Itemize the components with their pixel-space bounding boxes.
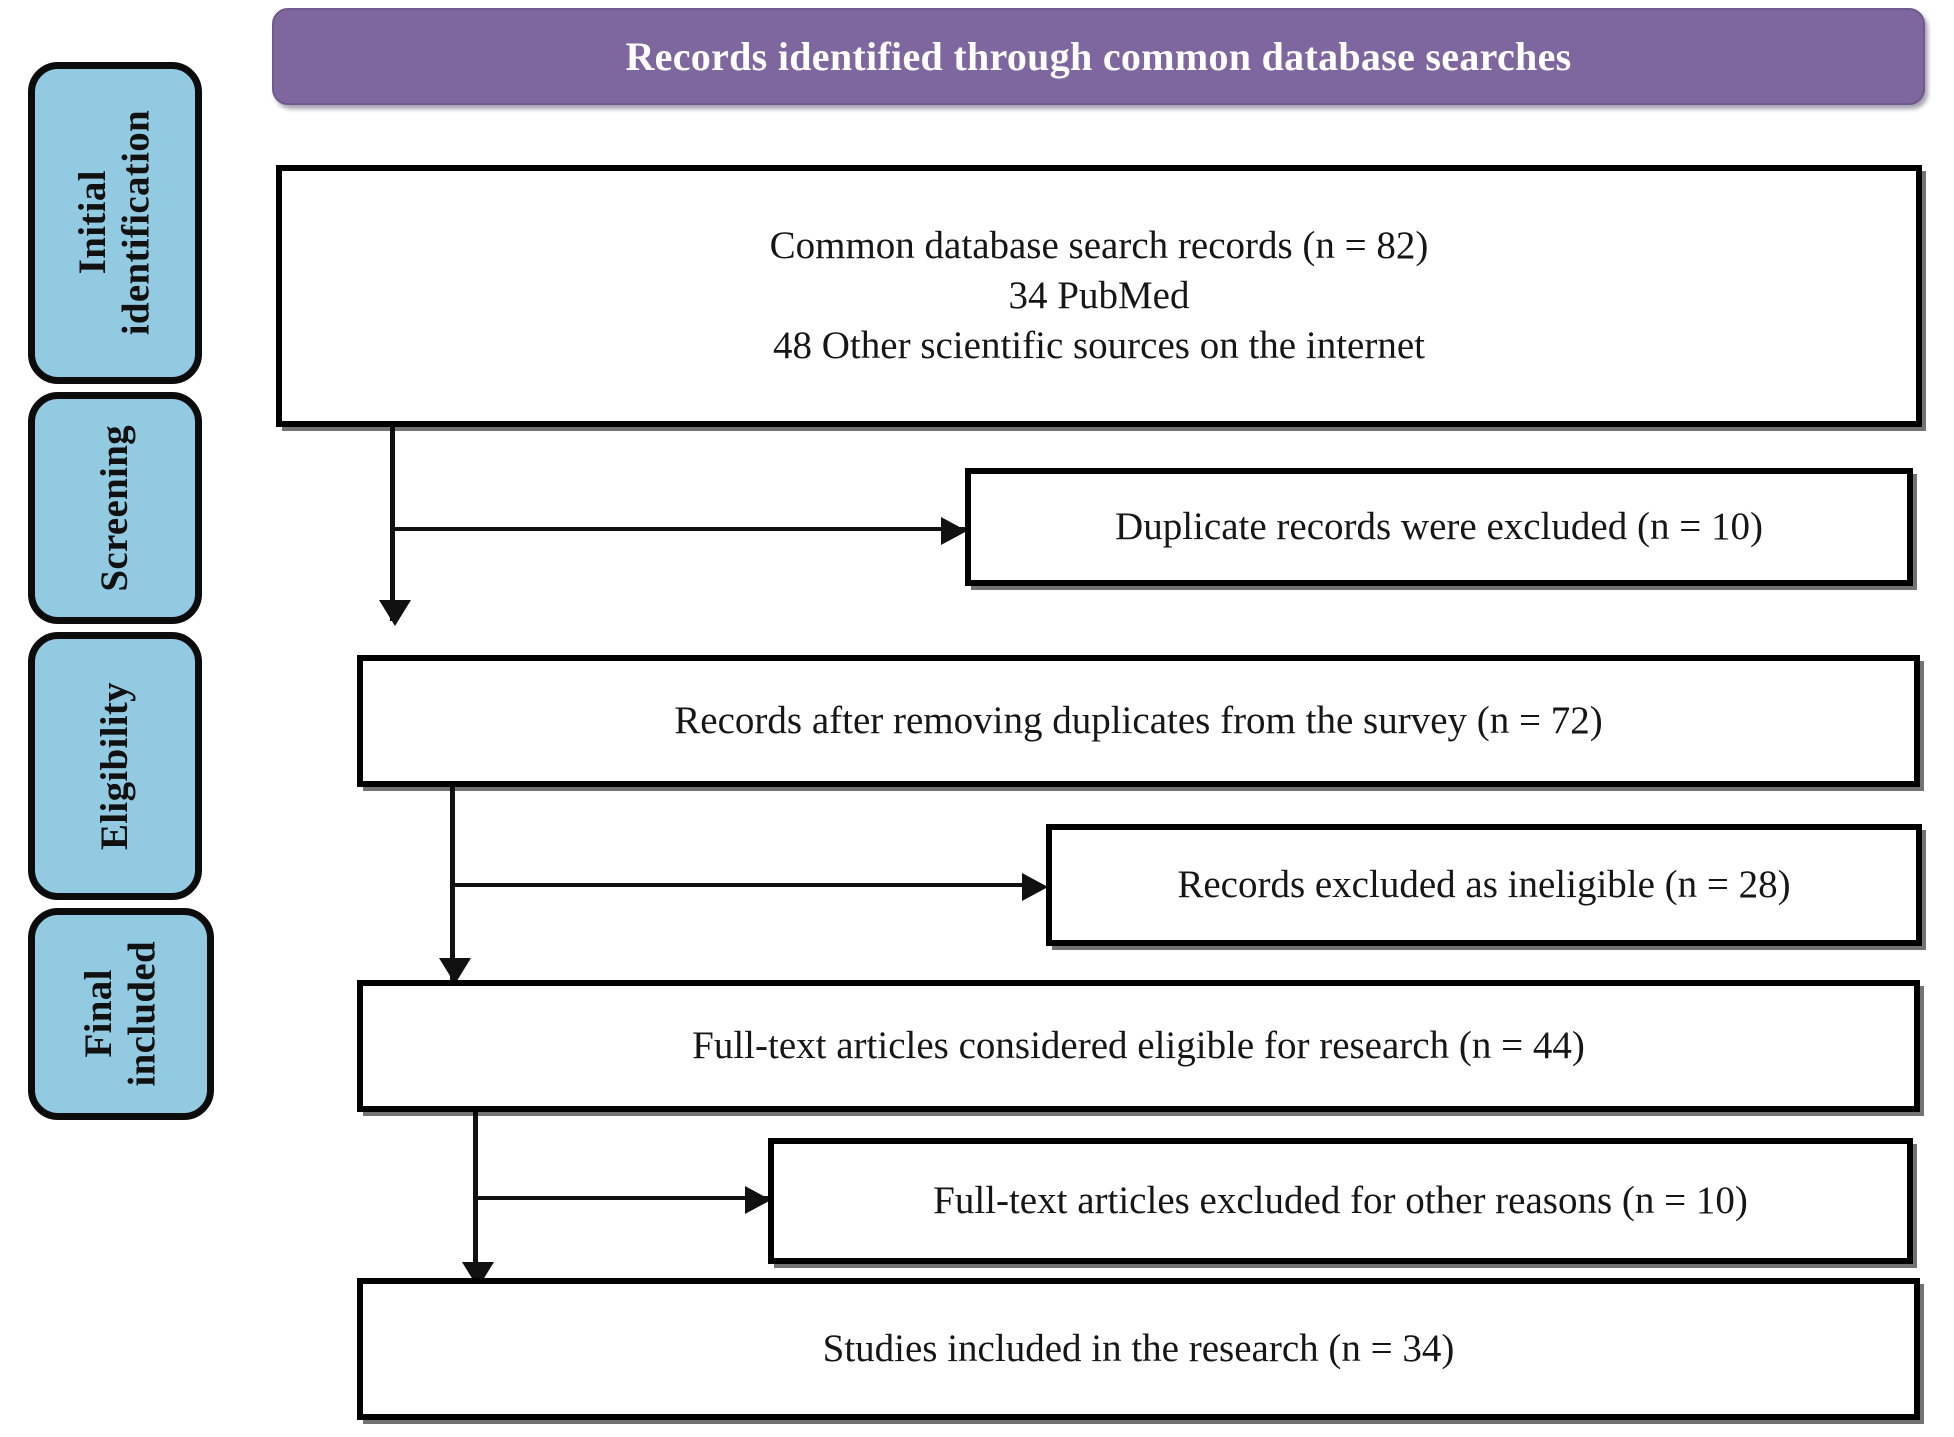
- connector-hline-fulltext-excluded: [475, 1196, 771, 1200]
- flow-box-fulltext-excluded-text: Full-text articles excluded for other re…: [933, 1179, 1748, 1223]
- connector-arrowhead-right-fulltext-excluded: [745, 1186, 771, 1214]
- flow-box-records-after-duplicates-text: Records after removing duplicates from t…: [674, 699, 1603, 743]
- connector-hline-duplicates: [392, 527, 970, 531]
- stage-box-screening: Screening: [28, 392, 202, 624]
- flow-box-duplicates-excluded: Duplicate records were excluded (n = 10): [965, 468, 1913, 586]
- stage-box-final-included: Final included: [28, 908, 214, 1120]
- connector-arrowhead-right-duplicates: [941, 517, 967, 545]
- diagram-title: Records identified through common databa…: [625, 34, 1572, 79]
- diagram-header-banner: Records identified through common databa…: [272, 8, 1925, 105]
- connector-hline-ineligible: [452, 883, 1026, 887]
- connector-arrowhead-down-2: [439, 958, 471, 984]
- stage-box-initial-identification: Initial identification: [28, 62, 202, 384]
- stage-label-initial-identification: Initial identification: [71, 110, 158, 336]
- flow-box-studies-included: Studies included in the research (n = 34…: [357, 1278, 1920, 1420]
- flow-box-records-after-duplicates: Records after removing duplicates from t…: [357, 655, 1920, 787]
- stage-label-final-included: Final included: [77, 941, 164, 1087]
- flow-box-duplicates-excluded-text: Duplicate records were excluded (n = 10): [1115, 505, 1763, 549]
- flow-box-identified-records-text: Common database search records (n = 82) …: [769, 224, 1429, 367]
- flow-box-identified-records: Common database search records (n = 82) …: [276, 165, 1922, 427]
- connector-arrowhead-down-1: [379, 600, 411, 626]
- stage-label-eligibility: Eligibility: [93, 681, 137, 850]
- flow-box-fulltext-eligible-text: Full-text articles considered eligible f…: [692, 1024, 1585, 1068]
- stage-box-eligibility: Eligibility: [28, 632, 202, 900]
- flow-box-fulltext-excluded: Full-text articles excluded for other re…: [768, 1138, 1913, 1264]
- flow-box-records-excluded-ineligible-text: Records excluded as ineligible (n = 28): [1177, 863, 1791, 907]
- stage-label-screening: Screening: [93, 424, 137, 592]
- connector-arrowhead-right-ineligible: [1022, 873, 1048, 901]
- connector-vline-1: [390, 425, 395, 621]
- flow-box-fulltext-eligible: Full-text articles considered eligible f…: [357, 980, 1920, 1112]
- flow-box-studies-included-text: Studies included in the research (n = 34…: [822, 1327, 1455, 1371]
- connector-vline-2: [450, 785, 455, 995]
- flow-box-records-excluded-ineligible: Records excluded as ineligible (n = 28): [1046, 824, 1922, 946]
- connector-vline-3: [473, 1110, 478, 1298]
